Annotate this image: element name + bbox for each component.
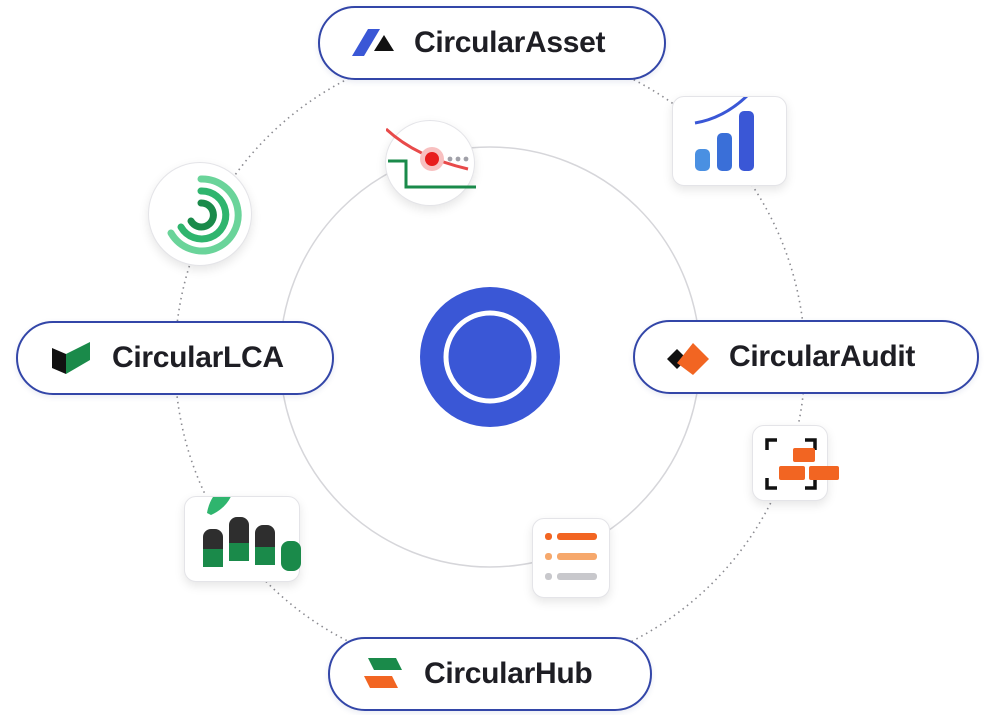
lca-logo-icon — [52, 342, 90, 374]
asset-logo-icon — [352, 29, 394, 56]
scan-bricks-icon — [765, 438, 839, 490]
center-ring-icon — [420, 287, 560, 427]
circular-hub-pill[interactable]: CircularHub — [328, 637, 652, 711]
bar-growth-tile — [672, 96, 787, 186]
circular-audit-label: CircularAudit — [729, 340, 916, 373]
hub-logo-icon — [364, 658, 402, 688]
list-icon — [545, 533, 597, 580]
circular-asset-pill[interactable]: CircularAsset — [318, 6, 666, 80]
progress-ring-icon — [159, 173, 243, 257]
stepped-line-icon — [386, 127, 476, 189]
audit-logo-icon — [667, 343, 709, 375]
leaf-bars-tile — [184, 496, 301, 582]
circular-audit-pill[interactable]: CircularAudit — [633, 320, 979, 394]
circular-asset-label: CircularAsset — [414, 26, 606, 59]
leaf-bars-icon — [203, 497, 301, 571]
progress-ring-tile — [148, 162, 252, 266]
scan-bricks-tile — [752, 425, 839, 501]
list-tile — [532, 518, 610, 598]
circular-hub-label: CircularHub — [424, 657, 593, 690]
circular-lca-label: CircularLCA — [112, 341, 284, 374]
stepped-line-tile — [385, 120, 476, 206]
bar-growth-icon — [694, 97, 754, 171]
circular-lca-pill[interactable]: CircularLCA — [16, 321, 334, 395]
